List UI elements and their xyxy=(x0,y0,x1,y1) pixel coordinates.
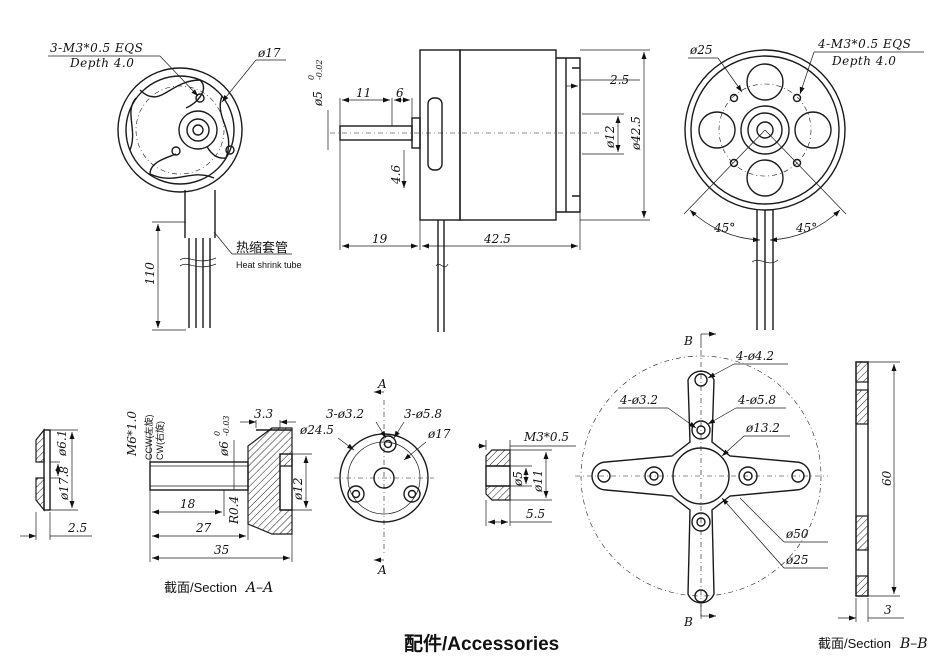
adapter-d35: 35 xyxy=(214,543,229,557)
heat-shrink-label-en: Heat shrink tube xyxy=(236,260,302,270)
front-lead-length: 110 xyxy=(143,262,157,285)
nut-d5: ø5 xyxy=(511,471,525,487)
front-note-line2: Depth 4.0 xyxy=(69,56,134,70)
adapter-cw: CW(右旋) xyxy=(154,421,165,460)
side-d19: 19 xyxy=(372,232,388,246)
rear-d25: ø25 xyxy=(689,43,713,57)
nut-length: 5.5 xyxy=(526,507,545,521)
side-d25: 2.5 xyxy=(609,73,629,87)
accessories-title: 配件/Accessories xyxy=(404,632,559,655)
adapter-d12: ø12 xyxy=(291,478,305,502)
rear-note-line1: 4-M3*0.5 EQS xyxy=(817,37,911,51)
adapter-section-id: A–A xyxy=(244,580,273,596)
section-a-bottom: A xyxy=(377,563,387,577)
adapter-ccw: CCW(左旋) xyxy=(143,415,154,461)
heat-shrink-label-cn: 热缩套管 xyxy=(236,240,288,255)
cross-h58: 4-ø5.8 xyxy=(737,393,776,407)
disc-h32: 3-ø3.2 xyxy=(326,407,364,421)
adapter-tol-lo: -0.03 xyxy=(222,415,231,436)
adapter-d18: 18 xyxy=(180,497,196,511)
accessory-bar: 60 3 截面/Section B–B xyxy=(818,361,928,652)
nut-thread: M3*0.5 xyxy=(523,430,569,444)
side-d11: 11 xyxy=(356,86,371,100)
side-d12: ø12 xyxy=(603,126,617,150)
cross-h32: 4-ø3.2 xyxy=(619,393,658,407)
rear-angle-1: 45° xyxy=(713,221,735,235)
bar-length: 60 xyxy=(880,470,894,486)
side-d425-dia: ø42.5 xyxy=(629,116,643,151)
bar-thickness: 3 xyxy=(884,603,892,617)
disc-d245: ø24.5 xyxy=(299,423,334,437)
ring-thickness: 2.5 xyxy=(67,521,87,535)
bar-section-label: 截面/Section xyxy=(818,636,891,651)
shaft-tol-up: 0 xyxy=(307,75,316,80)
adapter-d27: 27 xyxy=(195,521,212,535)
adapter-tol-up: 0 xyxy=(213,431,222,436)
side-view: ø5 0 -0.02 11 6 4.6 19 42.5 2.5 ø12 ø42.… xyxy=(307,49,650,332)
cross-d50: ø50 xyxy=(785,527,809,541)
adapter-r04: R0.4 xyxy=(227,496,241,525)
nut-d11: ø11 xyxy=(531,470,545,494)
adapter-d33: 3.3 xyxy=(254,407,273,421)
accessory-adapter: M6*1.0 CCW(左旋) CW(右旋) ø6 0 -0.03 3.3 ø12… xyxy=(125,407,312,596)
cross-h42: 4-ø4.2 xyxy=(735,349,774,363)
accessory-cross: B B 4-ø4.2 4-ø3.2 4-ø5.8 ø13.2 ø50 ø25 xyxy=(575,331,828,629)
rear-angle-2: 45° xyxy=(795,221,817,235)
rear-view: ø25 4-M3*0.5 EQS Depth 4.0 45° 45° xyxy=(683,37,924,330)
section-a-top: A xyxy=(377,377,387,391)
side-d46: 4.6 xyxy=(389,165,403,185)
front-d17: ø17 xyxy=(257,46,281,60)
ring-d178: ø17.8 xyxy=(57,466,71,501)
side-d425: 42.5 xyxy=(483,232,511,246)
rear-note-line2: Depth 4.0 xyxy=(831,54,896,68)
accessory-ring: ø6.1 ø17.8 2.5 xyxy=(20,428,92,540)
adapter-thread: M6*1.0 xyxy=(125,411,139,457)
shaft-dia: ø5 xyxy=(311,91,325,107)
shaft-tol-lo: -0.02 xyxy=(315,59,324,80)
disc-h58: 3-ø5.8 xyxy=(404,407,442,421)
bar-section-id: B–B xyxy=(899,636,928,652)
adapter-section-label: 截面/Section xyxy=(164,580,237,595)
accessory-disc: A A 3-ø3.2 3-ø5.8 ø24.5 ø17 xyxy=(299,377,451,577)
front-note-line1: 3-M3*0.5 EQS xyxy=(50,41,143,55)
cross-d132: ø13.2 xyxy=(745,421,780,435)
front-view: 3-M3*0.5 EQS Depth 4.0 ø17 110 热缩套管 Heat… xyxy=(48,41,302,331)
disc-d17: ø17 xyxy=(427,427,451,441)
section-b-top: B xyxy=(683,334,693,348)
accessory-nut: M3*0.5 ø5 ø11 5.5 xyxy=(478,430,576,526)
adapter-bore: ø6 xyxy=(217,441,231,457)
cross-d25: ø25 xyxy=(785,553,809,567)
section-b-bottom: B xyxy=(683,615,693,629)
ring-d61: ø6.1 xyxy=(55,430,69,457)
side-d6: 6 xyxy=(396,86,404,100)
